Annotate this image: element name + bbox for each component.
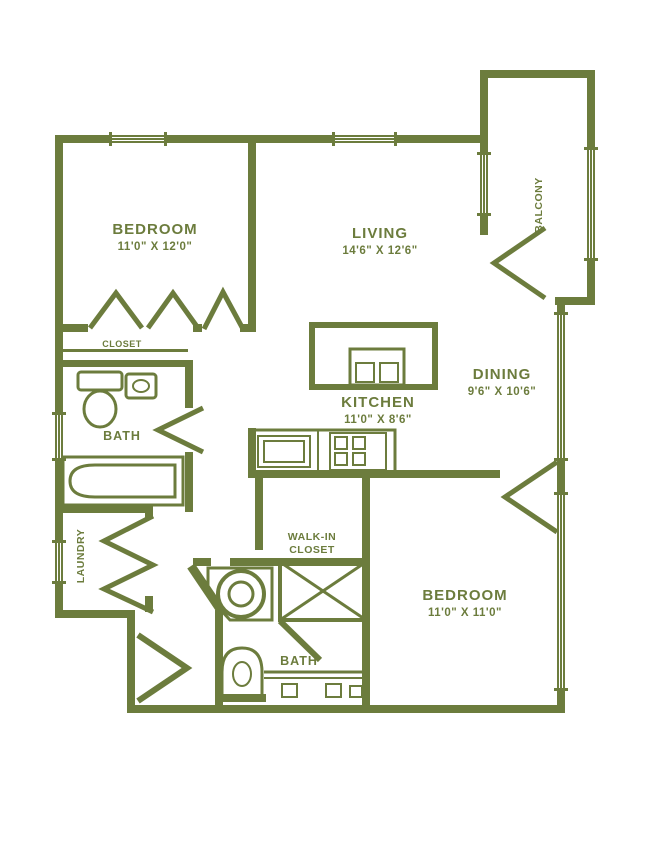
bath1-door-swing-icon [152,405,205,455]
bedroom2-label: BEDROOM [422,587,507,604]
bath2-label: BATH [280,654,318,668]
toilet-icon [76,370,124,429]
window-dining [554,312,568,461]
walk-in-closet-label-line1: WALK-IN [288,531,336,543]
entry-door-swing-icon [136,632,193,704]
shower-icon [278,560,368,622]
window-bedroom1 [109,132,167,146]
dining-label: DINING [473,366,532,383]
toilet-icon [218,646,266,702]
bedroom1-closet-bifold-icon [87,288,145,330]
bedroom1-closet-bifold-icon [145,288,201,330]
living-label: LIVING [352,225,408,242]
fixtures [61,322,438,702]
bedroom2-dimensions: 11'0" X 11'0" [428,607,502,619]
kitchen-dimensions: 11'0" X 8'6" [344,414,412,426]
bathtub-icon [61,455,185,507]
window-bath1 [52,412,66,461]
window-balcony-door-side [477,152,491,216]
closet-label: CLOSET [102,339,142,349]
bath2-counter-icon [264,670,366,698]
window-bedroom2 [554,492,568,691]
bedroom1-label: BEDROOM [112,221,197,238]
kitchen-island-icon [309,322,438,390]
dining-dimensions: 9'6" X 10'6" [468,386,536,398]
window-laundry [52,540,66,584]
shower-door-icon [277,618,323,663]
balcony-door-swing-icon [489,225,547,301]
bedroom2-door-swing-icon [500,459,559,535]
windows [52,132,598,691]
walk-in-closet-label-line2: CLOSET [289,544,335,556]
sink-icon [124,372,158,400]
balcony-label: BALCONY [533,177,545,232]
vanity-sink-icon [206,566,274,622]
window-living [332,132,397,146]
bath1-label: BATH [103,429,141,443]
doors [87,225,559,704]
bedroom1-dimensions: 11'0" X 12'0" [118,241,193,253]
bedroom1-door-swing-icon [201,286,246,331]
laundry-label: LAUNDRY [75,529,87,583]
laundry-bifold-icon [98,513,159,615]
living-dimensions: 14'6" X 12'6" [342,245,417,257]
window-balcony [584,147,598,261]
room-labels: BEDROOM 11'0" X 12'0" LIVING 14'6" X 12'… [75,177,545,668]
kitchen-label: KITCHEN [341,394,415,411]
kitchen-counter-icon [250,428,397,474]
